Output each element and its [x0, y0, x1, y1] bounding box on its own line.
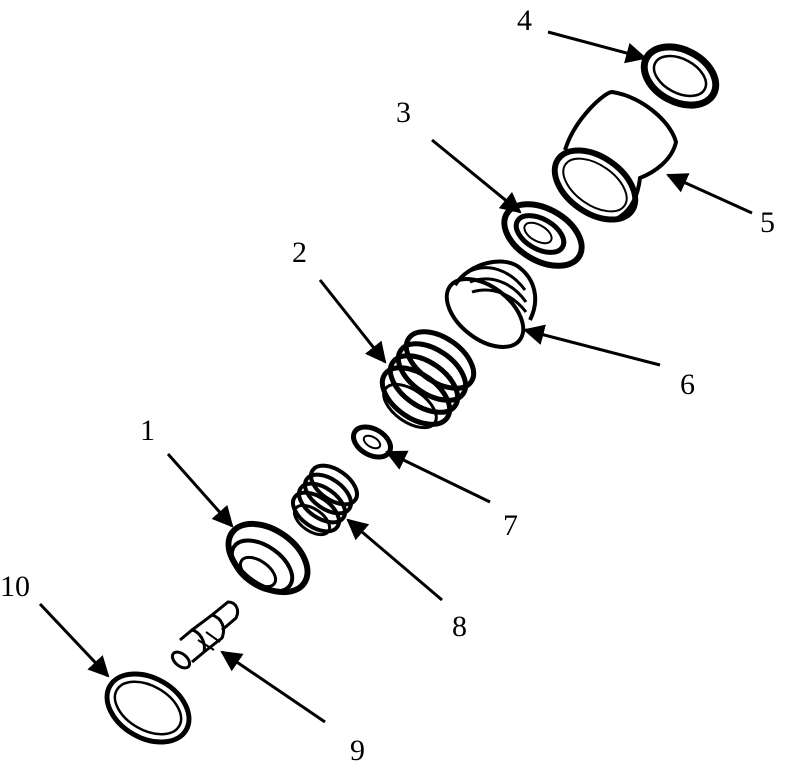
- callout-3: 3: [396, 96, 411, 129]
- leader-7: [385, 450, 491, 504]
- callout-2: 2: [292, 236, 307, 269]
- part-3-washer: [501, 201, 585, 269]
- part-8-spring: [291, 463, 359, 537]
- callout-1: 1: [140, 414, 155, 447]
- callout-8: 8: [452, 610, 467, 643]
- callout-4: 4: [517, 4, 532, 37]
- part-5-sleeve: [551, 89, 679, 223]
- part-4-ring: [640, 43, 720, 109]
- leader-3: [431, 138, 522, 214]
- leader-8: [346, 518, 443, 602]
- leader-6: [522, 324, 661, 367]
- callout-9: 9: [350, 734, 365, 767]
- part-10-ring: [104, 671, 192, 745]
- part-6-cylinder: [444, 259, 538, 349]
- part-9-stem: [170, 600, 240, 670]
- leader-1: [166, 453, 234, 528]
- leader-4: [547, 30, 648, 64]
- leader-2: [318, 279, 387, 364]
- leader-10: [38, 602, 110, 678]
- callout-5: 5: [760, 206, 775, 239]
- leader-9: [220, 650, 326, 724]
- part-2-spring: [379, 329, 477, 430]
- callout-10: 10: [0, 570, 30, 603]
- leader-5: [666, 173, 753, 215]
- callout-6: 6: [680, 368, 695, 401]
- callout-7: 7: [503, 509, 518, 542]
- part-1-cup: [225, 520, 311, 596]
- part-7-small-washer: [351, 424, 393, 460]
